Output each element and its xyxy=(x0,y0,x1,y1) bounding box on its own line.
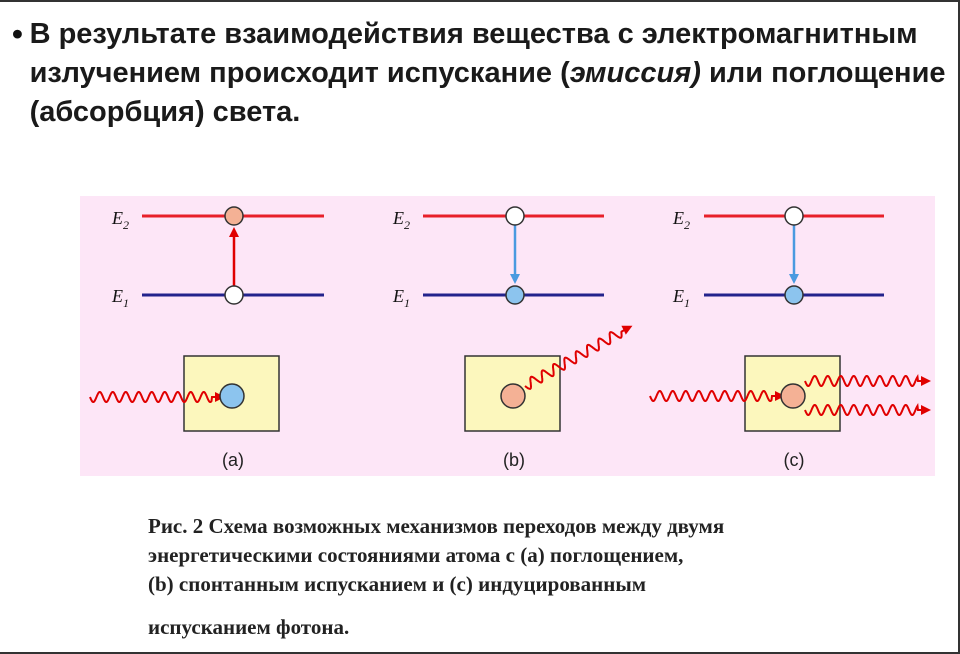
panel-a-label-e1: E1 xyxy=(111,286,129,310)
panel-c-stimulated-photon-1 xyxy=(804,373,931,387)
panel-c-caption: (c) xyxy=(784,450,805,470)
frame-bottom-edge xyxy=(0,652,960,654)
panel-b-label-e1: E1 xyxy=(392,286,410,310)
bullet-marker: • xyxy=(12,16,23,51)
panel-b-excited-state-marker xyxy=(505,206,525,226)
panel-b-caption: (b) xyxy=(503,450,525,470)
slide-bullet-block: • В результате взаимодействия вещества с… xyxy=(8,14,948,132)
figure-caption: Рис. 2 Схема возможных механизмов перехо… xyxy=(148,512,908,642)
caption-line-1: Рис. 2 Схема возможных механизмов перехо… xyxy=(148,514,725,538)
caption-line-3: (b) спонтанным испусканием и (c) индуцир… xyxy=(148,572,647,596)
transition-diagram: E2 E1 (a) E2 E1 (b) xyxy=(80,196,935,476)
heading-emphasis: эмиссия) xyxy=(569,57,701,89)
heading-part-2: или поглощение (абсорбция) света. xyxy=(29,57,946,128)
frame-top-edge xyxy=(0,0,960,2)
panel-a-atom xyxy=(219,383,245,409)
panel-a-absorption: E2 E1 (a) xyxy=(89,206,324,470)
panel-c-incoming-photon xyxy=(649,390,785,402)
panel-c-stimulated-emission: E2 E1 (c) xyxy=(649,206,931,470)
panel-c-excited-state-marker xyxy=(784,206,804,226)
panel-c-ground-state-marker xyxy=(784,285,804,305)
panel-b-emitted-photon xyxy=(524,325,633,390)
caption-line-2: энергетическими состояниями атома с (а) … xyxy=(148,543,684,567)
panel-a-caption: (a) xyxy=(222,450,244,470)
panel-a-incoming-photon xyxy=(89,391,225,403)
panel-c-stimulated-photon-2 xyxy=(804,402,931,416)
panel-c-atom xyxy=(780,383,806,409)
panel-b-atom xyxy=(500,383,526,409)
panel-a-label-e2: E2 xyxy=(111,208,129,232)
panel-a-ground-state-marker xyxy=(224,285,244,305)
heading-part-1: В результате взаимодействия вещества с э… xyxy=(29,18,918,89)
panel-c-label-e1: E1 xyxy=(672,286,690,310)
panel-b-label-e2: E2 xyxy=(392,208,410,232)
panel-b-ground-state-marker xyxy=(505,285,525,305)
panel-c-label-e2: E2 xyxy=(672,208,690,232)
panel-a-excited-state-marker xyxy=(224,206,244,226)
transition-diagram-svg: E2 E1 (a) E2 E1 (b) xyxy=(89,206,931,470)
slide-heading-text: В результате взаимодействия вещества с э… xyxy=(30,14,948,132)
frame-right-edge xyxy=(958,0,960,654)
panel-b-spontaneous-emission: E2 E1 (b) xyxy=(392,206,633,470)
caption-line-4: испусканием фотона. xyxy=(148,615,350,639)
